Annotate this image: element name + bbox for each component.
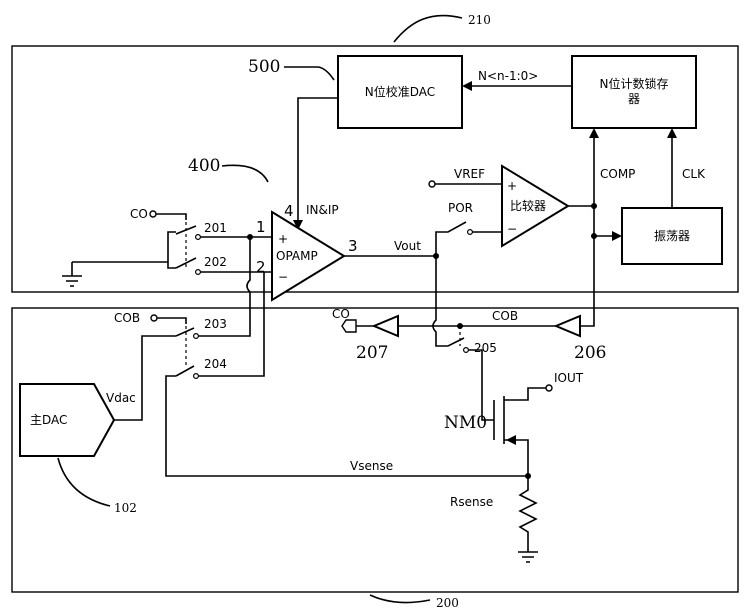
callout-400 (221, 164, 269, 183)
callout-200 (369, 594, 431, 604)
ground-feed-wire (72, 231, 176, 263)
vout-down-wire (432, 256, 465, 347)
buf-207-label: 207 (356, 343, 388, 363)
opamp-minus: − (278, 270, 288, 284)
sw-202-blade (175, 257, 197, 269)
co-mid-label: CO (332, 307, 350, 321)
comp-to-counter-arrow (589, 128, 599, 138)
pin1-down-wire (196, 237, 251, 337)
block-210-frame (11, 45, 739, 293)
por-label: POR (448, 201, 473, 215)
comp-to-osc-arrow (612, 231, 622, 241)
pin-2: 2 (256, 258, 266, 276)
pin-1: 1 (256, 218, 266, 236)
sw-203-blade (175, 327, 195, 337)
co-top-label: CO (130, 207, 148, 221)
vref-label: VREF (454, 167, 485, 181)
ref-210: 210 (468, 13, 491, 27)
sw-205-contact (463, 347, 470, 354)
vdac-feed-wire (114, 335, 176, 421)
callout-500 (284, 66, 335, 81)
buf-206-label: 206 (574, 343, 606, 363)
ref-400: 400 (188, 156, 220, 176)
cob-left-terminal (150, 314, 158, 322)
ref-200: 200 (436, 596, 459, 610)
opamp-label: OPAMP (276, 249, 318, 263)
counter-latch-box (571, 55, 697, 129)
vsense-label: Vsense (350, 459, 393, 473)
ref-500: 500 (248, 57, 280, 77)
opamp-plus: + (278, 232, 288, 246)
main-dac-shape (19, 383, 116, 457)
sw-205-to-gate (468, 349, 494, 421)
cal-dac-label: N位校准DAC (365, 84, 435, 99)
sw-204-label: 204 (204, 357, 227, 371)
pin-3: 3 (348, 237, 358, 255)
oscillator-box (621, 207, 723, 265)
comparator-label: 比较器 (510, 198, 546, 213)
sw-203-contact (193, 333, 200, 340)
vref-terminal (428, 180, 436, 188)
bus-arrowhead (462, 81, 472, 91)
pin-4: 4 (284, 202, 294, 220)
por-switch-left (435, 221, 467, 256)
counter-latch-label-1: N位计数锁存 (600, 76, 669, 91)
vdac-label: Vdac (106, 391, 136, 405)
rsense-resistor (518, 476, 538, 552)
buffer-207 (371, 314, 399, 338)
nm0-label: NM0 (444, 413, 487, 433)
iout-label: IOUT (554, 371, 584, 385)
por-contact (467, 229, 474, 236)
callout-210 (393, 14, 463, 43)
in-ip-label: IN&IP (306, 203, 339, 217)
block-200-frame (11, 307, 739, 593)
sw-205-label: 205 (474, 341, 497, 355)
buffer-206 (553, 314, 581, 338)
comparator-triangle (501, 164, 570, 248)
iout-terminal (545, 384, 553, 392)
oscillator-label: 振荡器 (654, 229, 690, 243)
sw-204-contact (193, 373, 200, 380)
dac-to-opamp-wire (297, 97, 338, 224)
cob-left-label: COB (114, 311, 140, 325)
sw-204-blade (175, 365, 195, 377)
nmos-source (504, 439, 529, 476)
vout-label: Vout (394, 239, 421, 253)
nmos-drain (504, 387, 546, 401)
co-top-wire (156, 213, 187, 220)
sw-202-contact (195, 269, 202, 276)
ground-right-icon (518, 551, 538, 563)
clk-label: CLK (682, 167, 706, 181)
cob-left-wire (157, 317, 187, 324)
sw-202-label: 202 (204, 255, 227, 269)
counter-latch-label-2: 器 (628, 92, 640, 106)
rsense-label: Rsense (450, 495, 493, 509)
sw-203-label: 203 (204, 317, 227, 331)
co-mid-terminal (341, 319, 357, 333)
comp-label: COMP (600, 167, 635, 181)
clk-arrow (667, 128, 677, 138)
sw-201-label: 201 (204, 221, 227, 235)
comp-down-wire (580, 206, 595, 327)
cob-right-label: COB (492, 309, 518, 323)
comparator-minus: − (507, 222, 517, 236)
opamp-triangle (271, 210, 346, 302)
callout-102 (57, 457, 111, 507)
nmos-arrow (506, 435, 516, 445)
main-dac-label: 主DAC (30, 413, 67, 427)
co-top-terminal (149, 210, 157, 218)
ground-left-icon (62, 275, 82, 287)
bus-label: N<n-1:0> (478, 69, 538, 83)
cal-dac-box (337, 55, 463, 129)
sw-201-contact (195, 234, 202, 241)
sw-202-feed (167, 262, 176, 269)
comparator-plus: + (507, 179, 517, 193)
dac-to-opamp-arrow (293, 220, 303, 230)
ref-102: 102 (114, 501, 137, 515)
pin2-down-wire (196, 272, 265, 377)
vsense-wire (165, 375, 528, 477)
